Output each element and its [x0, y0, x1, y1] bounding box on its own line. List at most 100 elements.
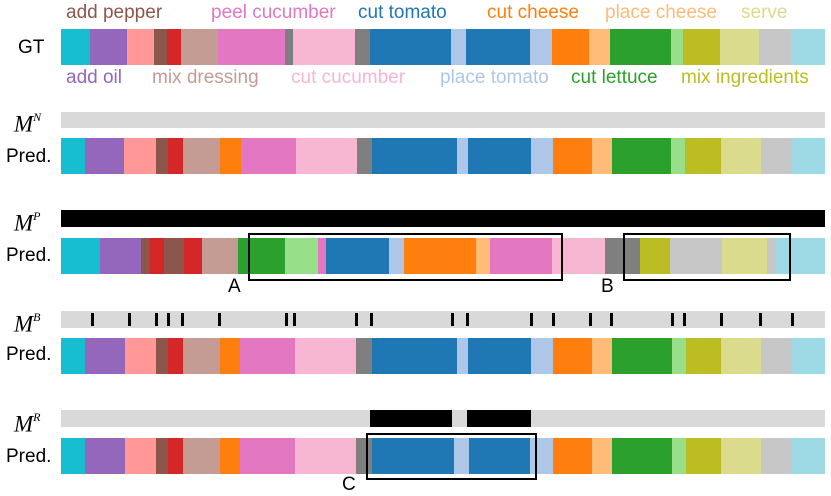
pred-b-seg: [240, 338, 295, 374]
pred-b-seg: [792, 338, 825, 374]
highlight-box-c: [366, 433, 537, 480]
pred-r-seg: [761, 438, 792, 474]
highlight-box-a: [248, 233, 563, 281]
pred-r-seg: [454, 438, 469, 474]
boundary-mark: [155, 313, 158, 326]
gt-seg: [683, 29, 720, 65]
mask-r: [61, 410, 825, 427]
boundary-mark: [791, 313, 794, 326]
pred-b-seg: [220, 338, 240, 374]
boundary-mark: [720, 313, 723, 326]
gt-seg: [610, 29, 671, 65]
gt-seg: [466, 29, 530, 65]
highlight-box-b: [623, 233, 791, 281]
pred-p-seg: [389, 238, 404, 274]
pred-r-seg: [592, 438, 612, 474]
pred-b-seg: [592, 338, 612, 374]
pred-b-seg: [553, 338, 592, 374]
pred-p-seg: [552, 238, 605, 274]
boundary-mark: [355, 313, 358, 326]
pred-r-seg: [125, 438, 156, 474]
pred-b-seg: [721, 338, 761, 374]
gt-seg: [285, 29, 293, 65]
pred-n-seg: [761, 138, 792, 174]
pred-p-seg: [776, 238, 825, 274]
pred-n-seg: [296, 138, 357, 174]
boundary-mark: [759, 313, 762, 326]
pred-strip-n: [61, 138, 825, 174]
boundary-mark: [285, 313, 288, 326]
gt-label: GT: [18, 37, 45, 58]
gt-seg: [370, 29, 451, 65]
gt-seg: [90, 29, 127, 65]
pred-strip-p: [61, 238, 825, 274]
box-label-c: C: [342, 474, 356, 495]
pred-n-seg: [183, 138, 220, 174]
gt-seg: [589, 29, 610, 65]
pred-r-seg: [686, 438, 721, 474]
pred-n-seg: [612, 138, 671, 174]
legend-mix-dressing: mix dressing: [152, 67, 259, 88]
pred-b-seg: [183, 338, 220, 374]
pred-b-seg: [672, 338, 686, 374]
pred-b-seg: [356, 338, 372, 374]
pred-n-seg: [531, 138, 553, 174]
gt-seg: [671, 29, 683, 65]
pred-p-seg: [61, 238, 100, 274]
legend-peel-cucumber: peel cucumber: [211, 2, 336, 23]
pred-b-seg: [686, 338, 721, 374]
pred-n-seg: [124, 138, 156, 174]
box-label-a: A: [228, 276, 241, 297]
pred-p-seg: [100, 238, 141, 274]
pred-p-seg: [285, 238, 318, 274]
pred-r-seg: [672, 438, 686, 474]
gt-seg: [530, 29, 552, 65]
pred-p-seg: [490, 238, 552, 274]
gt-seg: [61, 29, 90, 65]
gt-seg: [451, 29, 466, 65]
pred-b-seg: [168, 338, 183, 374]
pred-p-seg: [670, 238, 722, 274]
boundary-mark: [466, 313, 469, 326]
boundary-mark: [370, 313, 373, 326]
pred-label-r: Pred.: [6, 446, 52, 467]
pred-n-seg: [61, 138, 85, 174]
pred-r-seg: [168, 438, 183, 474]
legend-place-tomato: place tomato: [440, 67, 549, 88]
legend-cut-tomato: cut tomato: [358, 2, 447, 23]
pred-r-seg: [612, 438, 672, 474]
pred-n-seg: [85, 138, 124, 174]
pred-b-seg: [156, 338, 168, 374]
boundary-mark: [530, 313, 533, 326]
pred-b-seg: [295, 338, 356, 374]
mask-r-block: [467, 410, 531, 427]
pred-n-seg: [241, 138, 296, 174]
legend-cut-cucumber: cut cucumber: [291, 67, 406, 88]
pred-b-seg: [612, 338, 672, 374]
pred-r-seg: [220, 438, 240, 474]
gt-seg: [181, 29, 218, 65]
pred-n-seg: [671, 138, 685, 174]
gt-seg: [218, 29, 285, 65]
pred-r-seg: [469, 438, 530, 474]
boundary-mark: [671, 313, 674, 326]
pred-b-seg: [61, 338, 85, 374]
boundary-mark: [451, 313, 454, 326]
pred-label-b: Pred.: [6, 344, 52, 365]
pred-p-seg: [184, 238, 202, 274]
pred-p-seg: [141, 238, 150, 274]
pred-n-seg: [792, 138, 825, 174]
pred-p-seg: [150, 238, 164, 274]
pred-b-seg: [531, 338, 553, 374]
legend-add-pepper: add pepper: [66, 2, 163, 23]
boundary-mark: [167, 313, 170, 326]
pred-p-seg: [767, 238, 776, 274]
pred-p-seg: [404, 238, 476, 274]
legend-mix-ingredients: mix ingredients: [681, 67, 809, 88]
pred-n-seg: [685, 138, 721, 174]
pred-p-seg: [326, 238, 389, 274]
pred-strip-r: [61, 438, 825, 474]
pred-p-seg: [476, 238, 490, 274]
boundary-mark: [610, 313, 613, 326]
gt-seg: [167, 29, 181, 65]
